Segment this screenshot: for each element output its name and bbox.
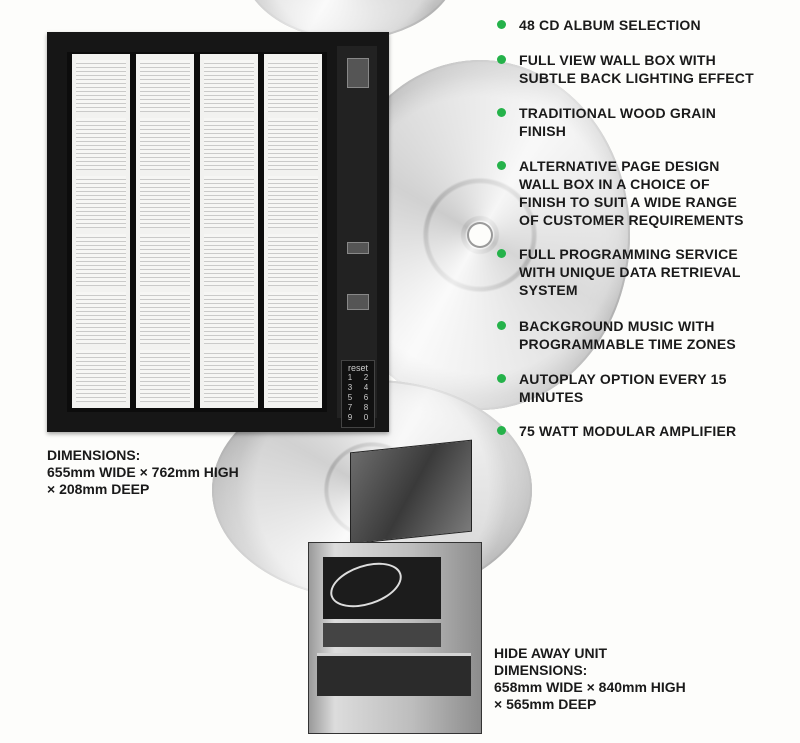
album-card [204,292,254,344]
dimensions-depth: × 208mm DEEP [47,481,150,497]
album-card [140,118,190,170]
feature-item: AUTOPLAY OPTION EVERY 15 MINUTES [497,370,797,406]
dimensions-width-height: 658mm WIDE × 840mm HIGH [494,679,686,695]
feature-text: AUTOPLAY OPTION EVERY 15 [519,371,727,387]
player-logo-graphic [324,554,408,616]
album-card [76,60,126,112]
keypad-key: 2 [363,373,369,382]
keypad-key: 8 [363,403,369,412]
feature-text: PROGRAMMABLE TIME ZONES [519,336,736,352]
amplifier-module [323,623,441,647]
feature-text: SYSTEM [519,282,578,298]
keypad-key: 1 [347,373,353,382]
feature-text: WITH UNIQUE DATA RETRIEVAL [519,264,741,280]
wall-box-control-panel: reset 1 2 3 4 5 6 7 8 9 0 [337,46,377,428]
dimensions-depth: × 565mm DEEP [494,696,597,712]
feature-text: TRADITIONAL WOOD GRAIN [519,105,717,121]
feature-item: FULL VIEW WALL BOX WITH SUBTLE BACK LIGH… [497,51,797,87]
indicator-display [347,242,369,254]
bullet-dot-icon [497,374,506,383]
album-card [268,60,318,112]
feature-text: FULL VIEW WALL BOX WITH [519,52,716,68]
dimensions-width-height: 655mm WIDE × 762mm HIGH [47,464,239,480]
album-card [204,350,254,402]
album-card [76,176,126,228]
hide-away-unit-dimensions: HIDE AWAY UNIT DIMENSIONS: 658mm WIDE × … [494,645,794,713]
feature-text: ALTERNATIVE PAGE DESIGN [519,158,720,174]
feature-text: 48 CD ALBUM SELECTION [519,17,701,33]
indicator-display [347,294,369,310]
keypad-key: 3 [347,383,353,392]
album-card [268,118,318,170]
keypad-key: 5 [347,393,353,402]
bullet-dot-icon [497,161,506,170]
bullet-dot-icon [497,55,506,64]
dimensions-heading: DIMENSIONS: [494,662,588,678]
cd-player-module [323,554,441,619]
bullet-dot-icon [497,20,506,29]
album-page-column [197,54,258,408]
wall-box-dimensions: DIMENSIONS: 655mm WIDE × 762mm HIGH × 20… [47,447,307,498]
album-card [140,292,190,344]
album-card [76,350,126,402]
album-page-column [261,54,322,408]
unit-heading: HIDE AWAY UNIT [494,645,608,661]
album-card [268,176,318,228]
dimensions-heading: DIMENSIONS: [47,447,141,463]
album-card [204,118,254,170]
bullet-dot-icon [497,426,506,435]
unit-cabinet [308,542,482,734]
album-card [76,118,126,170]
album-card [204,234,254,286]
keypad-key: 0 [363,413,369,422]
hide-away-unit-image [308,439,482,734]
album-card [140,176,190,228]
keypad-key: 7 [347,403,353,412]
bullet-dot-icon [497,249,506,258]
unit-shelf [317,653,471,696]
keypad-key: 6 [363,393,369,402]
bullet-dot-icon [497,108,506,117]
feature-text: FINISH TO SUIT A WIDE RANGE [519,194,737,210]
feature-text: MINUTES [519,389,584,405]
unit-open-lid [350,439,472,545]
album-card [268,234,318,286]
feature-text: 75 WATT MODULAR AMPLIFIER [519,423,737,439]
feature-item: ALTERNATIVE PAGE DESIGN WALL BOX IN A CH… [497,157,797,229]
keypad-key: 9 [347,413,353,422]
feature-text: BACKGROUND MUSIC WITH [519,318,715,334]
coin-slot [347,58,369,88]
album-card [140,350,190,402]
feature-item: BACKGROUND MUSIC WITH PROGRAMMABLE TIME … [497,317,797,353]
album-card [140,234,190,286]
feature-item: FULL PROGRAMMING SERVICE WITH UNIQUE DAT… [497,245,797,299]
album-page-column [133,54,194,408]
keypad-key: 4 [363,383,369,392]
wall-box-image: reset 1 2 3 4 5 6 7 8 9 0 [47,32,389,432]
feature-item: 48 CD ALBUM SELECTION [497,16,797,34]
feature-item: 75 WATT MODULAR AMPLIFIER [497,422,797,440]
album-card [268,350,318,402]
feature-text: SUBTLE BACK LIGHTING EFFECT [519,70,754,86]
reset-key-label: reset [347,363,368,373]
feature-text: FINISH [519,123,567,139]
album-card [204,60,254,112]
album-page-column [69,54,130,408]
selection-keypad: reset 1 2 3 4 5 6 7 8 9 0 [341,360,375,428]
album-card [204,176,254,228]
wall-box-display-window [67,52,327,412]
album-card [140,60,190,112]
album-card [76,234,126,286]
bullet-dot-icon [497,321,506,330]
album-card [268,292,318,344]
album-card [76,292,126,344]
feature-text: FULL PROGRAMMING SERVICE [519,246,738,262]
feature-text: WALL BOX IN A CHOICE OF [519,176,710,192]
feature-text: OF CUSTOMER REQUIREMENTS [519,212,744,228]
feature-item: TRADITIONAL WOOD GRAIN FINISH [497,104,797,140]
